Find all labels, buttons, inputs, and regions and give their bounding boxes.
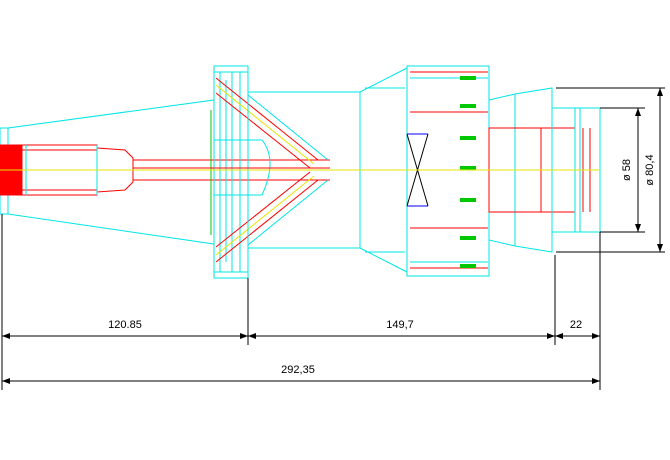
dim-total-length: 292,35 [281, 364, 315, 376]
vertical-dimensions: ø 58 ø 80,4 [556, 87, 665, 253]
dim-taper-length: 120.85 [108, 319, 142, 331]
coolant-channels [215, 77, 329, 263]
dim-end-length: 22 [570, 319, 582, 331]
dim-body-length: 149,7 [386, 319, 414, 331]
horizontal-dimensions: 120.85 149,7 22 292,35 [1, 214, 601, 390]
coolant-nozzles [460, 76, 476, 268]
taper-shank [0, 99, 215, 245]
dim-outer-diameter: ø 80,4 [644, 154, 656, 185]
clamping-head [406, 65, 490, 277]
dim-inner-diameter: ø 58 [621, 159, 633, 181]
